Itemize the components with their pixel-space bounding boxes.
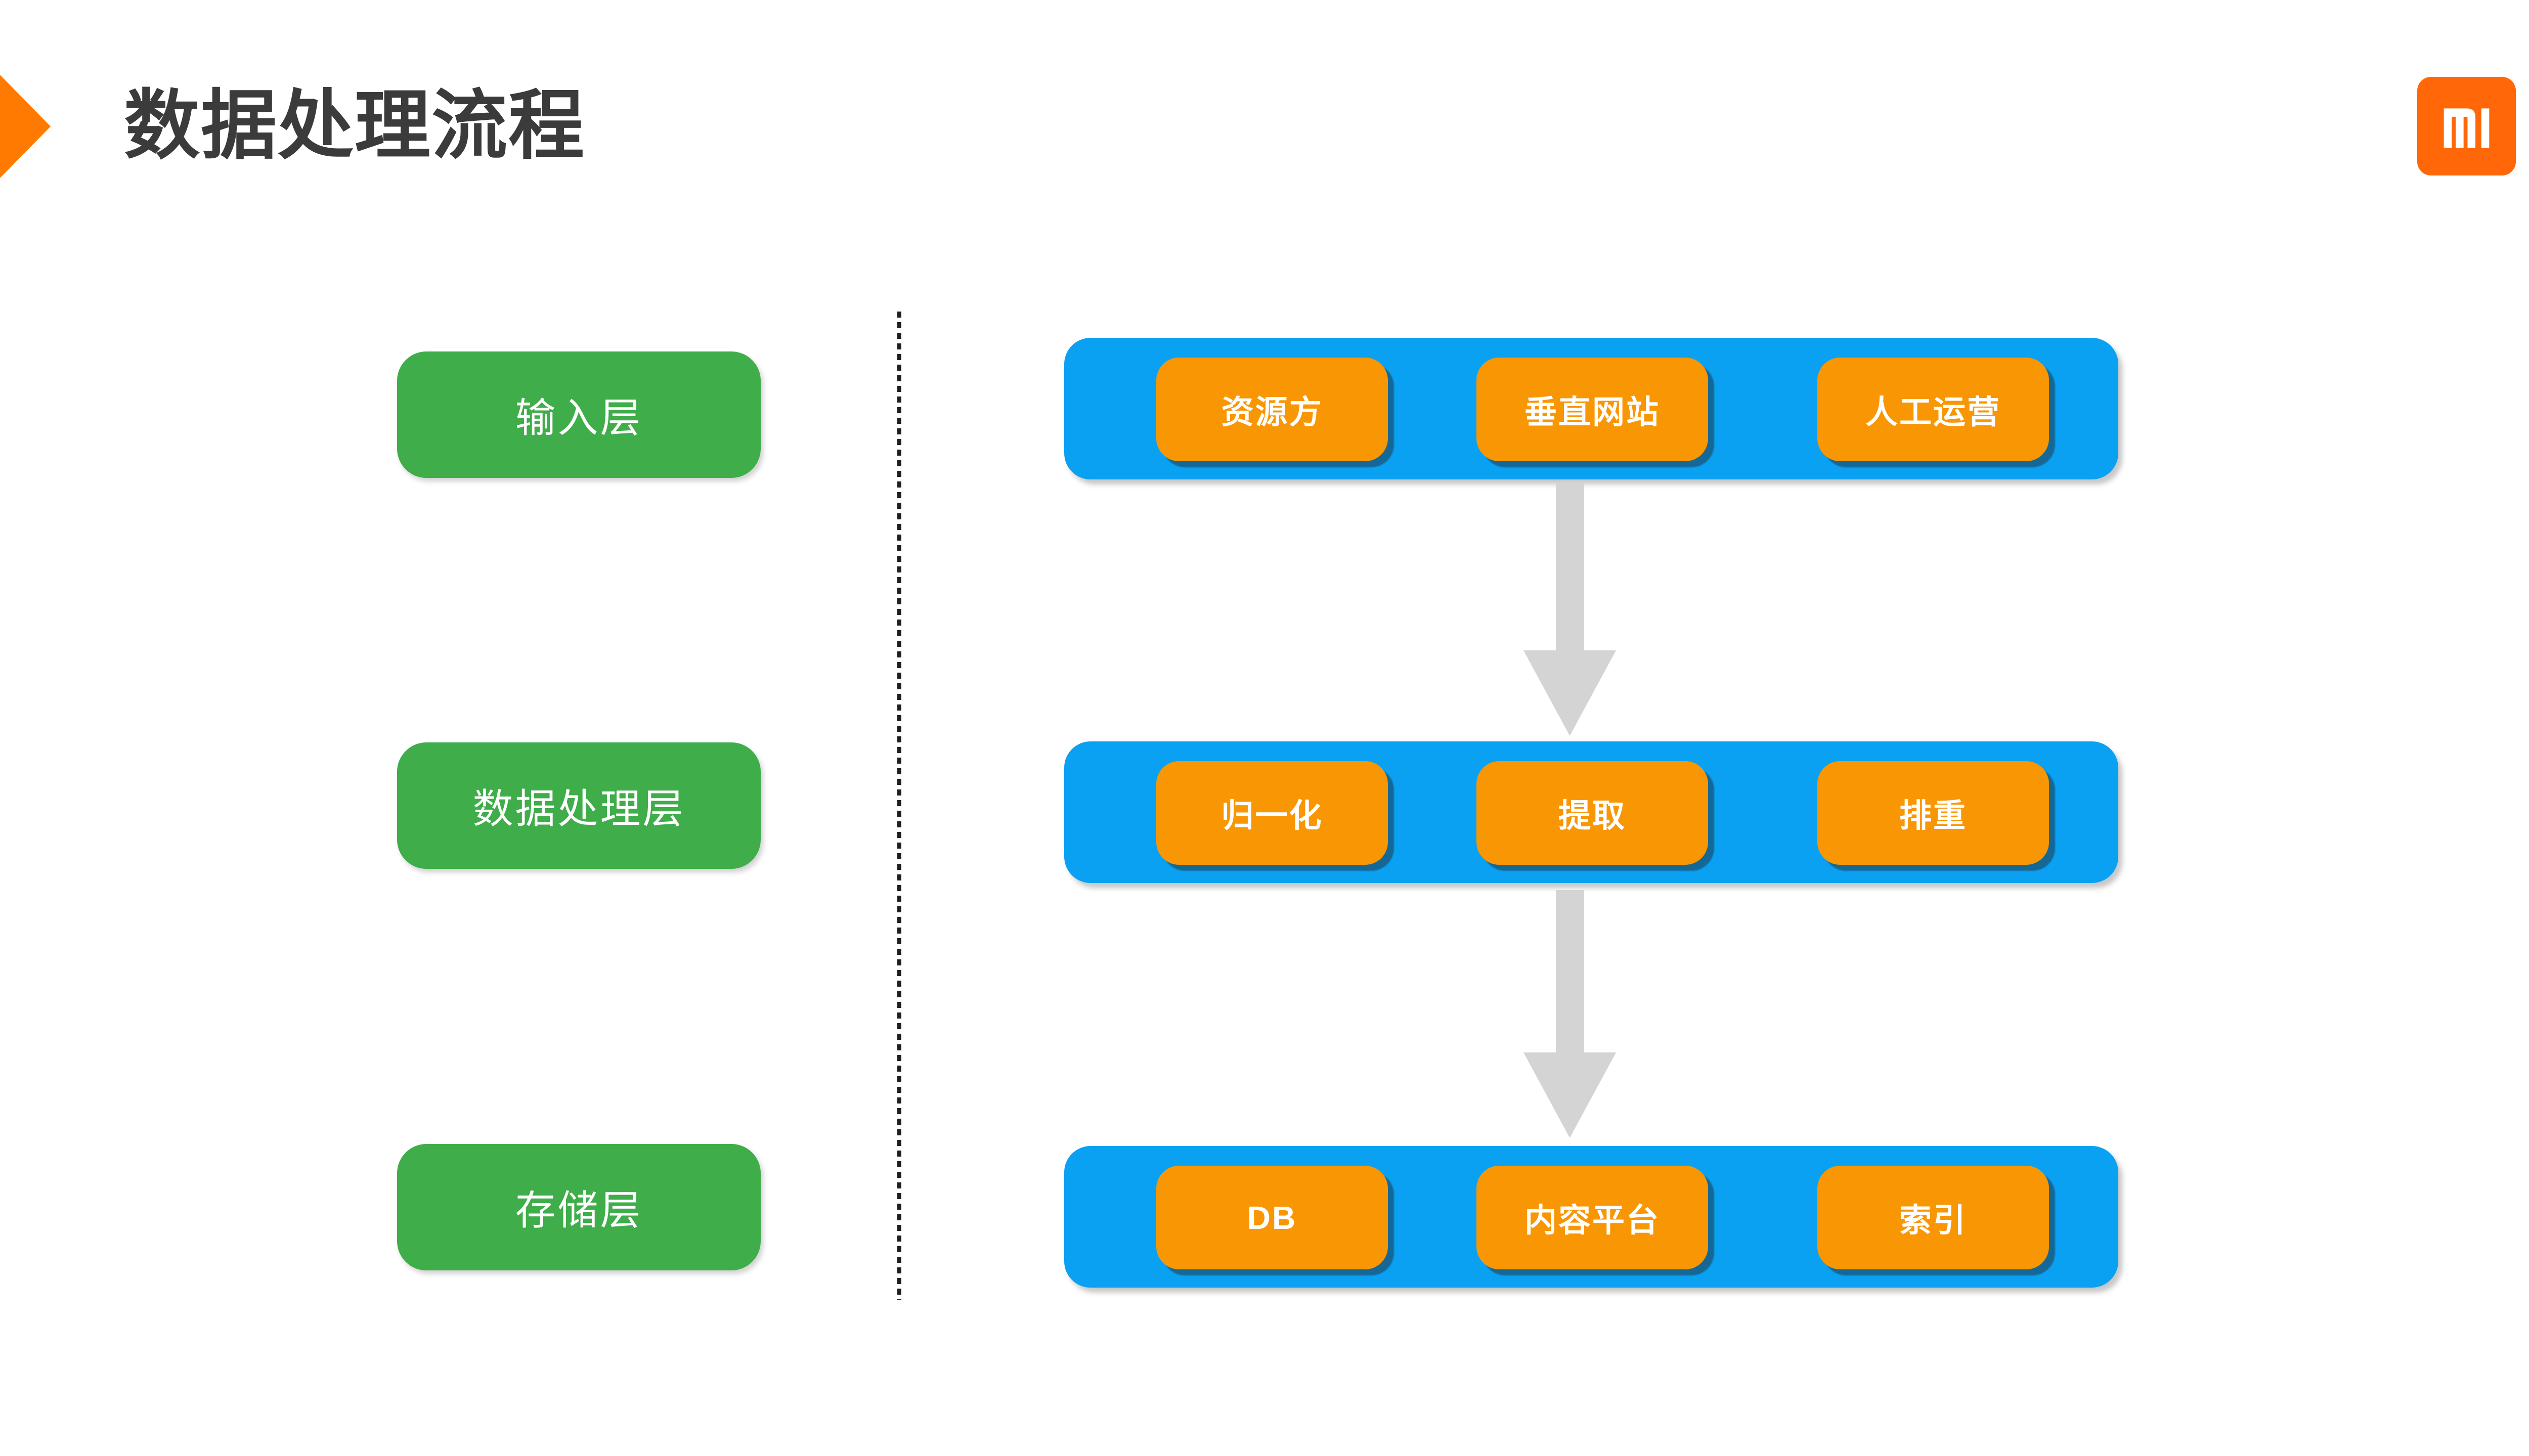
node-index: 索引 [1817, 1166, 2049, 1269]
flow-arrow-down-2 [1523, 890, 1616, 1138]
node-deduplication: 排重 [1817, 761, 2049, 865]
dotted-divider [897, 312, 901, 1300]
node-vertical-website: 垂直网站 [1476, 358, 1708, 461]
arrow-shaft [1555, 890, 1584, 1052]
slide-title: 数据处理流程 [124, 83, 586, 168]
arrow-shaft [1555, 483, 1584, 650]
node-extraction: 提取 [1476, 761, 1708, 865]
stage-bar-input: 资源方 垂直网站 人工运营 [1064, 338, 2118, 479]
node-resource-provider: 资源方 [1156, 358, 1388, 461]
node-manual-operation: 人工运营 [1817, 358, 2049, 461]
xiaomi-mi-logo-icon [2417, 77, 2516, 175]
flow-arrow-down-1 [1523, 483, 1616, 736]
layer-label-processing: 数据处理层 [397, 742, 761, 869]
layer-label-input: 输入层 [397, 351, 761, 478]
title-accent-chevron-icon [0, 75, 51, 178]
arrow-head-icon [1523, 1052, 1616, 1138]
node-normalization: 归一化 [1156, 761, 1388, 865]
node-content-platform: 内容平台 [1476, 1166, 1708, 1269]
stage-bar-processing: 归一化 提取 排重 [1064, 741, 2118, 883]
node-db: DB [1156, 1166, 1388, 1269]
stage-bar-storage: DB 内容平台 索引 [1064, 1146, 2118, 1288]
layer-label-storage: 存储层 [397, 1144, 761, 1270]
arrow-head-icon [1523, 650, 1616, 736]
